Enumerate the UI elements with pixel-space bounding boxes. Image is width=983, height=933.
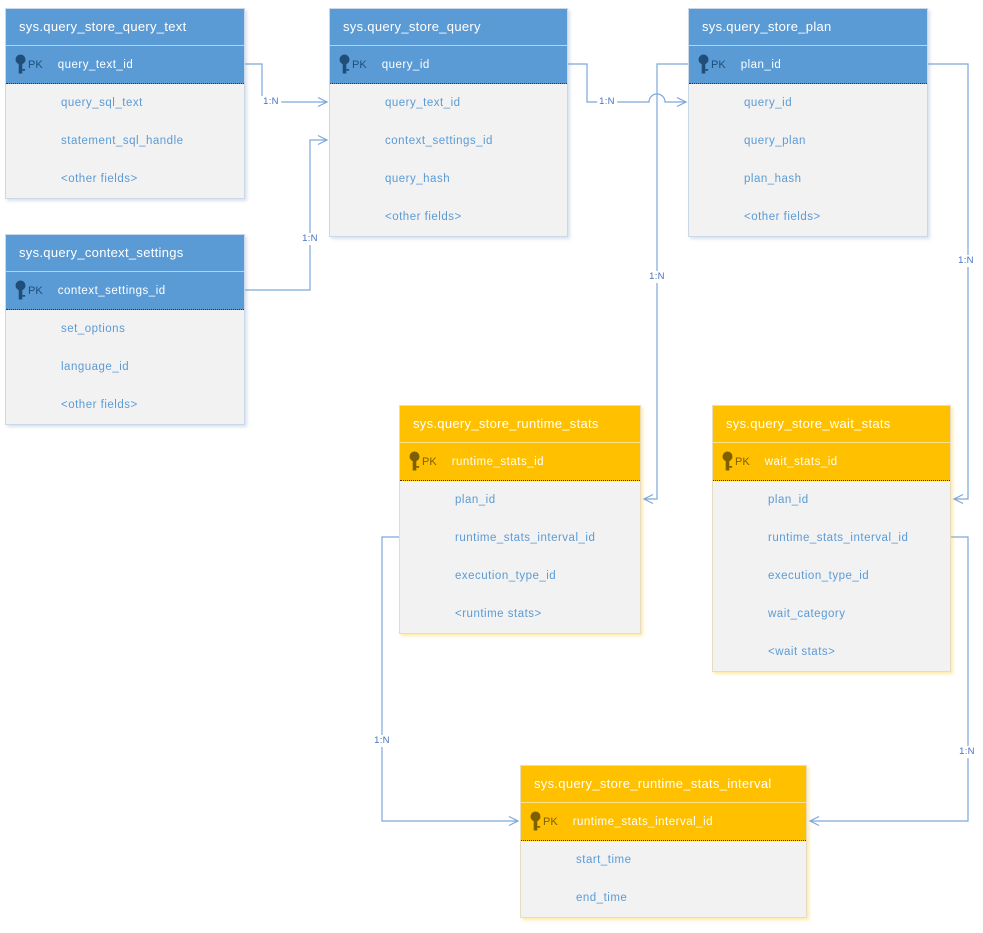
entity-query-store-plan: sys.query_store_plan PK plan_id query_id…	[688, 8, 928, 237]
primary-key-icon	[408, 451, 421, 472]
primary-key-icon	[14, 280, 27, 301]
field-list: plan_id runtime_stats_interval_id execut…	[400, 481, 640, 633]
field-list: query_text_id context_settings_id query_…	[330, 84, 567, 236]
primary-key-icon	[697, 54, 710, 75]
field-name: <wait stats>	[768, 646, 836, 658]
field-name: runtime_stats_interval_id	[768, 532, 909, 544]
entity-query-store-query-text: sys.query_store_query_text PK query_text…	[5, 8, 245, 199]
field-name: start_time	[576, 854, 632, 866]
field-list: query_sql_text statement_sql_handle <oth…	[6, 84, 244, 198]
relationship-label: 1:N	[300, 233, 320, 245]
field-name: plan_hash	[744, 173, 802, 185]
relationship-label: 1:N	[957, 746, 977, 758]
field-name: <other fields>	[61, 399, 138, 411]
field-list: query_id query_plan plan_hash <other fie…	[689, 84, 927, 236]
relationship-label: 1:N	[597, 96, 617, 108]
pk-tag: PK	[735, 455, 750, 468]
field-name: query_id	[744, 97, 793, 109]
primary-key-row: PK query_id	[330, 46, 567, 84]
field-name: execution_type_id	[768, 570, 870, 582]
field-name: wait_category	[768, 608, 846, 620]
primary-key-icon	[338, 54, 351, 75]
field-name: language_id	[61, 361, 130, 373]
field-name: statement_sql_handle	[61, 135, 184, 147]
pk-field-name: runtime_stats_interval_id	[572, 815, 714, 828]
pk-tag: PK	[422, 455, 437, 468]
primary-key-row: PK query_text_id	[6, 46, 244, 84]
primary-key-row: PK wait_stats_id	[713, 443, 950, 481]
table-title: sys.query_store_runtime_stats_interval	[521, 766, 806, 803]
field-name: query_hash	[385, 173, 451, 185]
field-name: <other fields>	[385, 211, 462, 223]
pk-field-name: query_id	[381, 58, 430, 71]
field-name: context_settings_id	[385, 135, 493, 147]
connector-waitstats-to-interval	[808, 536, 969, 827]
pk-tag: PK	[28, 284, 43, 297]
pk-tag: PK	[28, 58, 43, 71]
primary-key-icon	[529, 811, 542, 832]
relationship-label: 1:N	[372, 735, 392, 747]
field-name: plan_id	[455, 494, 496, 506]
field-name: set_options	[61, 323, 126, 335]
field-name: plan_id	[768, 494, 809, 506]
relationship-label: 1:N	[647, 271, 667, 283]
connector-contextsettings-to-query	[245, 134, 329, 291]
field-list: set_options language_id <other fields>	[6, 310, 244, 424]
connector-querytext-to-query	[245, 63, 329, 108]
relationship-label: 1:N	[261, 96, 281, 108]
field-name: <other fields>	[744, 211, 821, 223]
field-name: query_plan	[744, 135, 806, 147]
pk-field-name: runtime_stats_id	[451, 455, 545, 468]
pk-field-name: wait_stats_id	[764, 455, 838, 468]
pk-field-name: plan_id	[740, 58, 782, 71]
field-name: execution_type_id	[455, 570, 557, 582]
pk-field-name: query_text_id	[57, 58, 134, 71]
entity-query-store-wait-stats: sys.query_store_wait_stats PK wait_stats…	[712, 405, 951, 672]
primary-key-row: PK runtime_stats_interval_id	[521, 803, 806, 841]
table-title: sys.query_store_runtime_stats	[400, 406, 640, 443]
entity-query-store-runtime-stats: sys.query_store_runtime_stats PK runtime…	[399, 405, 641, 634]
table-title: sys.query_store_wait_stats	[713, 406, 950, 443]
field-name: query_text_id	[385, 97, 461, 109]
table-title: sys.query_context_settings	[6, 235, 244, 272]
primary-key-row: PK context_settings_id	[6, 272, 244, 310]
field-name: <other fields>	[61, 173, 138, 185]
pk-tag: PK	[711, 58, 726, 71]
connector-query-to-plan	[568, 63, 688, 108]
pk-tag: PK	[352, 58, 367, 71]
field-name: query_sql_text	[61, 97, 143, 109]
relationship-label: 1:N	[956, 255, 976, 267]
pk-tag: PK	[543, 815, 558, 828]
primary-key-icon	[14, 54, 27, 75]
field-name: <runtime stats>	[455, 608, 542, 620]
connector-runtimestats-to-interval	[381, 536, 520, 827]
table-title: sys.query_store_query	[330, 9, 567, 46]
entity-query-store-runtime-stats-interval: sys.query_store_runtime_stats_interval P…	[520, 765, 807, 918]
pk-field-name: context_settings_id	[57, 284, 166, 297]
connector-plan-to-waitstats	[928, 63, 969, 505]
field-name: runtime_stats_interval_id	[455, 532, 596, 544]
primary-key-row: PK runtime_stats_id	[400, 443, 640, 481]
field-name: end_time	[576, 892, 628, 904]
primary-key-icon	[721, 451, 734, 472]
field-list: start_time end_time	[521, 841, 806, 917]
entity-query-store-query: sys.query_store_query PK query_id query_…	[329, 8, 568, 237]
primary-key-row: PK plan_id	[689, 46, 927, 84]
table-title: sys.query_store_query_text	[6, 9, 244, 46]
field-list: plan_id runtime_stats_interval_id execut…	[713, 481, 950, 671]
entity-query-context-settings: sys.query_context_settings PK context_se…	[5, 234, 245, 425]
table-title: sys.query_store_plan	[689, 9, 927, 46]
